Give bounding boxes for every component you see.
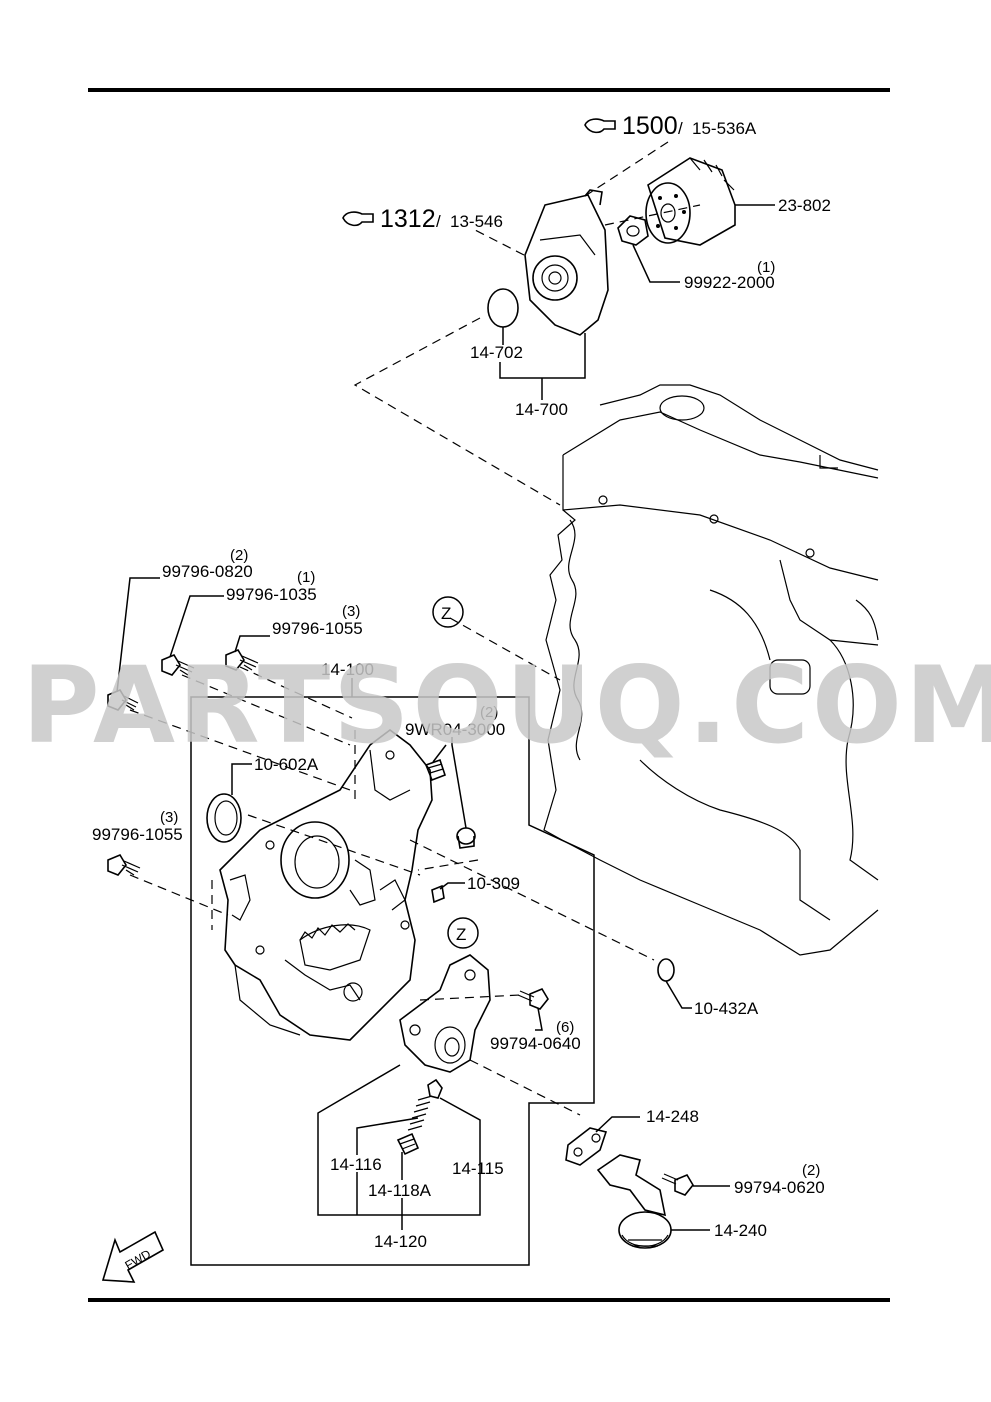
reference-sub: 15-536A [692, 119, 757, 138]
label-14-700: 14-700 [515, 400, 568, 419]
engine-block [543, 384, 879, 956]
pointing-hand-icon [342, 211, 374, 227]
qty-99796-1055-upper: (3) [342, 603, 360, 620]
relief-plug [396, 1132, 420, 1156]
oil-filter [645, 157, 736, 246]
o-ring-14-702 [487, 288, 519, 328]
oil-cooler [524, 189, 609, 336]
bolt-99794-0620 [661, 1173, 694, 1196]
label-14-702: 14-702 [470, 343, 523, 362]
qty-99796-0820: (2) [230, 547, 248, 564]
oil-pump-housing [399, 954, 491, 1073]
plug-lower [456, 827, 476, 849]
label-14-248: 14-248 [646, 1107, 699, 1126]
reference-1312: 1312 / 13-546 [342, 205, 503, 233]
assembly-frame [190, 696, 595, 1266]
label-99794-0620: 99794-0620 [734, 1178, 825, 1197]
label-99794-0640: 99794-0640 [490, 1034, 581, 1053]
qty-99796-1035: (1) [297, 569, 315, 586]
label-14-115: 14-115 [452, 1159, 504, 1178]
label-14-240: 14-240 [714, 1221, 767, 1240]
bolt-99796-1035 [161, 653, 195, 676]
label-99796-1055-upper: 99796-1055 [272, 619, 363, 638]
svg-text:/: / [436, 212, 441, 231]
label-10-602a: 10-602A [254, 755, 319, 774]
reference-1500: 1500 / 15-536A [584, 112, 757, 140]
qty-99796-1055-lower: (3) [160, 809, 178, 826]
pointing-hand-icon [584, 118, 616, 134]
relief-plunger [427, 1078, 443, 1099]
label-99922-2000: 99922-2000 [684, 273, 775, 292]
bolt-99796-0820 [107, 688, 139, 711]
bolt-99796-1055-lower [107, 853, 141, 876]
qty-99794-0640: (6) [556, 1019, 574, 1036]
zone-marker-lower: Z [447, 917, 479, 949]
label-99796-0820: 99796-0820 [162, 562, 253, 581]
fwd-arrow-icon: FWD [101, 1230, 165, 1283]
label-99796-1055-lower: 99796-1055 [92, 825, 183, 844]
bolt-99794-0640 [517, 987, 549, 1010]
front-cover [219, 729, 433, 1041]
reference-main: 1500 [622, 112, 678, 140]
label-10-309: 10-309 [467, 874, 520, 893]
reference-sub: 13-546 [450, 212, 503, 231]
o-ring-10-432a [657, 958, 675, 982]
label-9wr04-3000: 9WR04-3000 [405, 720, 505, 739]
nut [617, 215, 649, 246]
watermark: PARTSOUQ.COM [22, 644, 991, 767]
label-14-100: 14-100 [321, 660, 374, 679]
qty-99922-2000: (1) [757, 259, 775, 276]
zone-marker-upper: Z [432, 596, 464, 628]
label-23-802: 23-802 [778, 196, 831, 215]
svg-text:/: / [678, 119, 683, 138]
strainer-gasket [565, 1127, 608, 1166]
reference-main: 1312 [380, 205, 436, 233]
svg-text:Z: Z [456, 925, 466, 944]
dowel-pin [431, 884, 445, 904]
label-14-120: 14-120 [374, 1232, 427, 1251]
qty-9wr04-3000: (2) [480, 704, 498, 721]
qty-99794-0620: (2) [802, 1162, 820, 1179]
oil-seal [206, 793, 242, 843]
svg-text:Z: Z [441, 604, 451, 623]
label-14-118a: 14-118A [368, 1181, 432, 1200]
label-99796-1035: 99796-1035 [226, 585, 317, 604]
oil-strainer [596, 1154, 672, 1249]
relief-spring [407, 1095, 433, 1131]
fwd-label: FWD [123, 1247, 154, 1273]
label-10-432a: 10-432A [694, 999, 759, 1018]
label-14-116: 14-116 [330, 1155, 382, 1174]
